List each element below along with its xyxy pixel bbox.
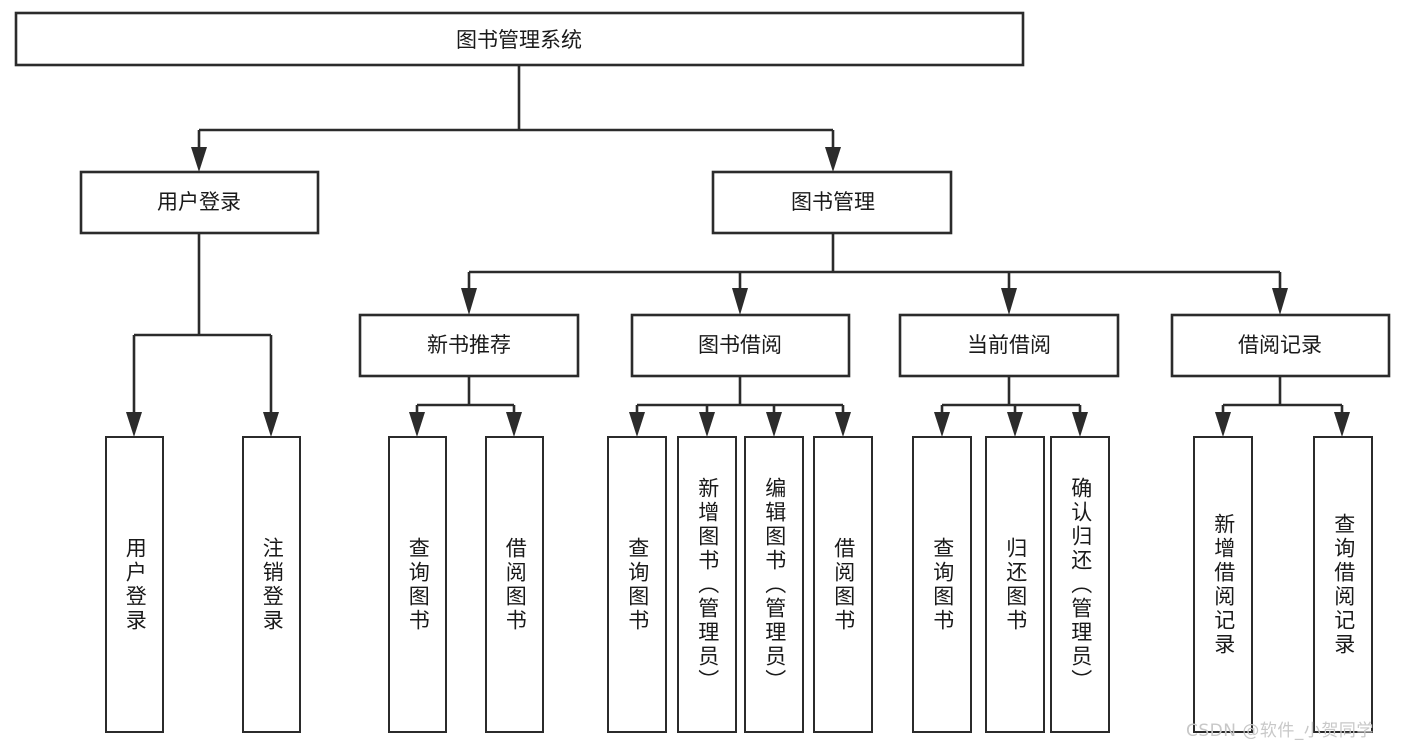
leaf-node-borrow-borrow-book[interactable]: 借阅图书 — [813, 436, 873, 733]
leaf-node-label: 查询借阅记录 — [1331, 512, 1356, 657]
leaf-node-label: 注销登录 — [260, 536, 285, 633]
connector-bookborrow-to-leaves — [629, 376, 851, 437]
leaf-node-label: 归还图书 — [1003, 536, 1028, 633]
leaf-node-current-query-book[interactable]: 查询图书 — [912, 436, 972, 733]
node-book-management[interactable]: 图书管理 — [711, 170, 953, 235]
leaf-node-newbook-query-book[interactable]: 查询图书 — [388, 436, 447, 733]
leaf-node-label: 新增借阅记录 — [1211, 512, 1236, 657]
node-label: 图书管理 — [791, 190, 875, 214]
csdn-watermark: CSDN @软件_小贺同学 — [1186, 721, 1374, 741]
arrow-to-book-borrow — [732, 288, 748, 315]
node-label: 图书管理系统 — [456, 28, 582, 52]
leaf-node-record-query-borrow-record[interactable]: 查询借阅记录 — [1313, 436, 1373, 733]
node-label: 用户登录 — [157, 190, 241, 214]
leaf-node-logout[interactable]: 注销登录 — [242, 436, 301, 733]
node-current-borrow[interactable]: 当前借阅 — [898, 313, 1120, 378]
leaf-node-label: 编辑图书（管理员） — [762, 476, 787, 693]
connector-bookmanage-to-level3 — [461, 233, 1288, 315]
arrow-newbook-leaf-2 — [506, 412, 522, 437]
leaf-node-label: 查询图书 — [406, 536, 431, 633]
arrow-to-book-manage — [825, 147, 841, 172]
node-label: 新书推荐 — [427, 333, 511, 357]
arrow-currentborrow-leaf-3 — [1072, 412, 1088, 437]
node-label: 图书借阅 — [698, 333, 782, 357]
leaf-node-label: 新增图书（管理员） — [695, 476, 720, 693]
node-label: 当前借阅 — [967, 333, 1051, 357]
leaf-node-newbook-borrow-book[interactable]: 借阅图书 — [485, 436, 544, 733]
arrow-bookborrow-leaf-2 — [699, 412, 715, 437]
arrow-currentborrow-leaf-1 — [934, 412, 950, 437]
arrow-to-new-book — [461, 288, 477, 315]
arrow-bookborrow-leaf-3 — [766, 412, 782, 437]
arrow-borrowrecord-leaf-2 — [1334, 412, 1350, 437]
node-book-borrow[interactable]: 图书借阅 — [630, 313, 851, 378]
arrow-bookborrow-leaf-1 — [629, 412, 645, 437]
node-borrow-record[interactable]: 借阅记录 — [1170, 313, 1391, 378]
node-book-management-system[interactable]: 图书管理系统 — [14, 11, 1025, 67]
arrow-to-leaf-user-login — [126, 412, 142, 437]
connector-root-to-level2 — [191, 65, 841, 172]
arrow-newbook-leaf-1 — [409, 412, 425, 437]
leaf-node-label: 确认归还（管理员） — [1068, 476, 1093, 693]
leaf-node-record-add-borrow-record[interactable]: 新增借阅记录 — [1193, 436, 1253, 733]
arrow-to-current-borrow — [1001, 288, 1017, 315]
connector-currentborrow-to-leaves — [934, 376, 1088, 437]
arrow-currentborrow-leaf-2 — [1007, 412, 1023, 437]
arrow-bookborrow-leaf-4 — [835, 412, 851, 437]
leaf-node-label: 查询图书 — [930, 536, 955, 633]
leaf-node-label: 借阅图书 — [831, 536, 856, 633]
leaf-node-current-return-book[interactable]: 归还图书 — [985, 436, 1045, 733]
connector-newbook-to-leaves — [409, 376, 522, 437]
arrow-to-leaf-logout — [263, 412, 279, 437]
leaf-node-borrow-edit-book-admin[interactable]: 编辑图书（管理员） — [744, 436, 804, 733]
leaf-node-label: 用户登录 — [123, 536, 148, 633]
arrow-to-user-login — [191, 147, 207, 172]
node-label: 借阅记录 — [1238, 333, 1322, 357]
node-new-book-recommend[interactable]: 新书推荐 — [358, 313, 580, 378]
connector-userlogin-to-leaves — [126, 233, 279, 437]
leaf-node-user-login[interactable]: 用户登录 — [105, 436, 164, 733]
leaf-node-current-confirm-return-admin[interactable]: 确认归还（管理员） — [1050, 436, 1110, 733]
leaf-node-label: 借阅图书 — [503, 536, 528, 633]
arrow-to-borrow-record — [1272, 288, 1288, 315]
leaf-node-label: 查询图书 — [625, 536, 650, 633]
node-user-login[interactable]: 用户登录 — [79, 170, 320, 235]
leaf-node-borrow-add-book-admin[interactable]: 新增图书（管理员） — [677, 436, 737, 733]
leaf-node-borrow-query-book[interactable]: 查询图书 — [607, 436, 667, 733]
connector-borrowrecord-to-leaves — [1215, 376, 1350, 437]
arrow-borrowrecord-leaf-1 — [1215, 412, 1231, 437]
